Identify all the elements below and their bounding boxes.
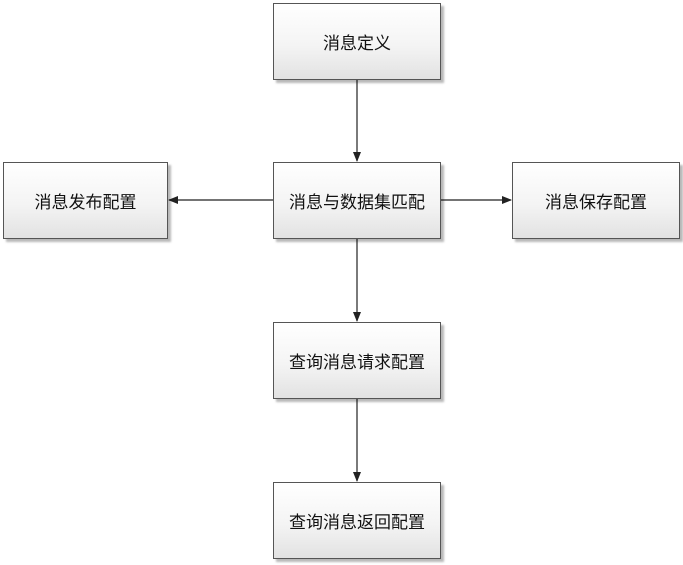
node-message-dataset-matching: 消息与数据集匹配 [273,162,441,239]
node-message-publish-config: 消息发布配置 [3,162,168,239]
node-label: 消息定义 [323,34,391,54]
node-label: 查询消息请求配置 [289,353,425,373]
node-label: 消息保存配置 [545,193,647,213]
node-label: 查询消息返回配置 [289,513,425,533]
node-query-return-config: 查询消息返回配置 [273,482,441,559]
node-query-request-config: 查询消息请求配置 [273,322,441,399]
node-label: 消息发布配置 [34,193,137,213]
node-message-definition: 消息定义 [273,3,441,80]
node-label: 消息与数据集匹配 [289,193,425,213]
node-message-save-config: 消息保存配置 [512,162,680,239]
